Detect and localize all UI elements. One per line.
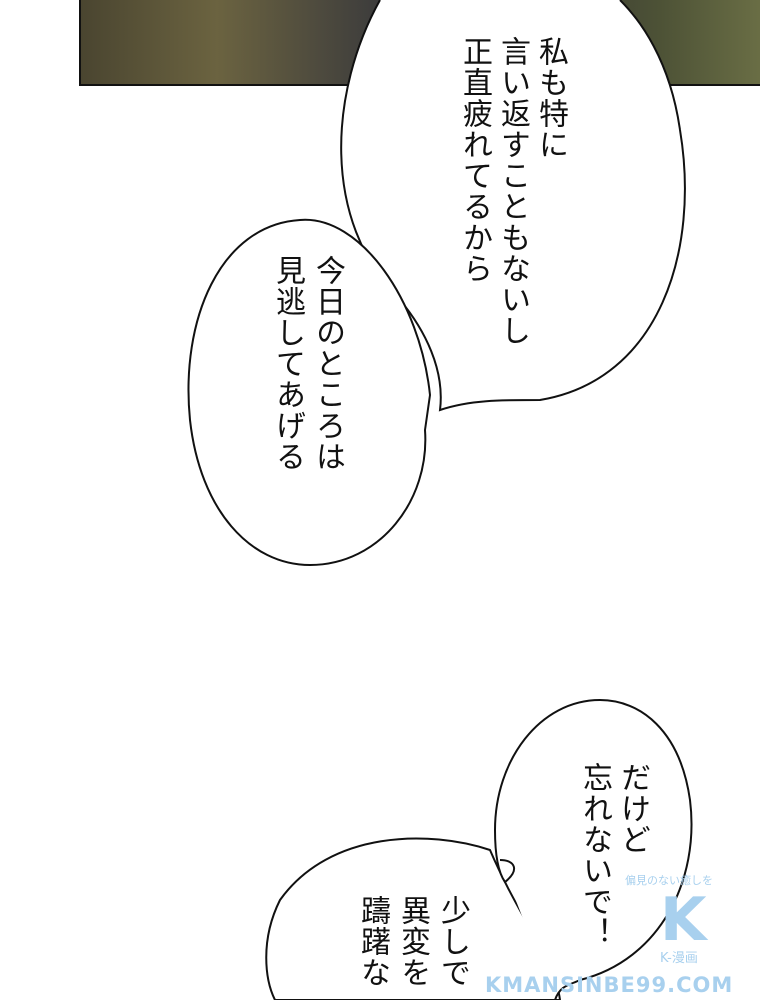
dialogue-line: だけど [615, 762, 650, 855]
dialogue-line: 私も特に [533, 36, 568, 160]
watermark-tagline: 偏見のない癒しを [625, 874, 713, 887]
dialogue-line: 忘れないで！ [577, 762, 612, 948]
speech-bubble-3 [493, 698, 693, 1000]
watermark-sub: K-漫画 [660, 951, 698, 966]
dialogue-line: 正直疲れてるから [457, 36, 492, 284]
dialogue-line: 見逃してあげる [270, 255, 305, 472]
speech-bubble-1 [340, 0, 686, 412]
dialogue-line: 言い返すこともないし [495, 36, 530, 346]
dialogue-line: 異変を [395, 895, 430, 988]
watermark-logo: K [660, 885, 707, 955]
dialogue-line: 少しで [435, 895, 470, 988]
watermark-url: KMANSINBE99.COM [485, 973, 734, 997]
dialogue-line: 今日のところは [310, 255, 345, 472]
speech-bubble-2 [187, 218, 432, 567]
dialogue-line: 躊躇な [355, 895, 390, 988]
